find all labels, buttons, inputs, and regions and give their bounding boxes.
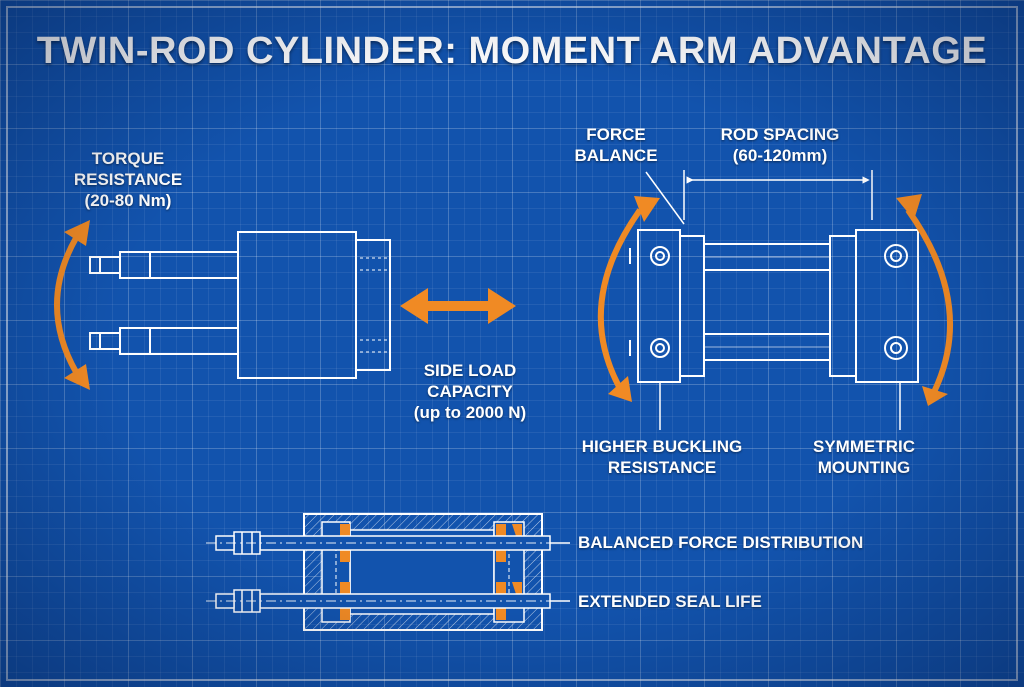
side-load-capacity-label: SIDE LOAD CAPACITY (up to 2000 N) <box>413 361 527 422</box>
leader-lines <box>645 171 901 430</box>
page-title: TWIN-ROD CYLINDER: MOMENT ARM ADVANTAGE <box>36 30 988 72</box>
balanced-force-distribution-label: BALANCED FORCE DISTRIBUTION <box>578 533 864 552</box>
upper-rod <box>89 251 239 279</box>
force-balance-arrow-left <box>597 196 660 402</box>
cross-section-view <box>206 513 570 631</box>
force-balance-label: FORCE BALANCE <box>574 125 658 165</box>
seals <box>340 524 522 620</box>
torque-resistance-label: TORQUE RESISTANCE (20-80 Nm) <box>73 149 183 210</box>
higher-buckling-resistance-label: HIGHER BUCKLING RESISTANCE <box>581 437 743 477</box>
force-balance-arrow-right <box>896 194 953 406</box>
lower-rod <box>89 327 239 355</box>
top-view-cylinder <box>629 229 919 383</box>
horizontal-double-arrow-icon <box>400 288 516 324</box>
end-cap <box>355 239 391 371</box>
curved-double-arrow-icon <box>54 220 90 390</box>
symmetric-mounting-label: SYMMETRIC MOUNTING <box>813 437 915 477</box>
side-view-cylinder <box>89 231 391 379</box>
rod-spacing-dimension <box>683 170 873 220</box>
rod-spacing-label: ROD SPACING (60-120mm) <box>720 125 840 165</box>
extended-seal-life-label: EXTENDED SEAL LIFE <box>578 592 762 611</box>
cylinder-body <box>237 231 357 379</box>
